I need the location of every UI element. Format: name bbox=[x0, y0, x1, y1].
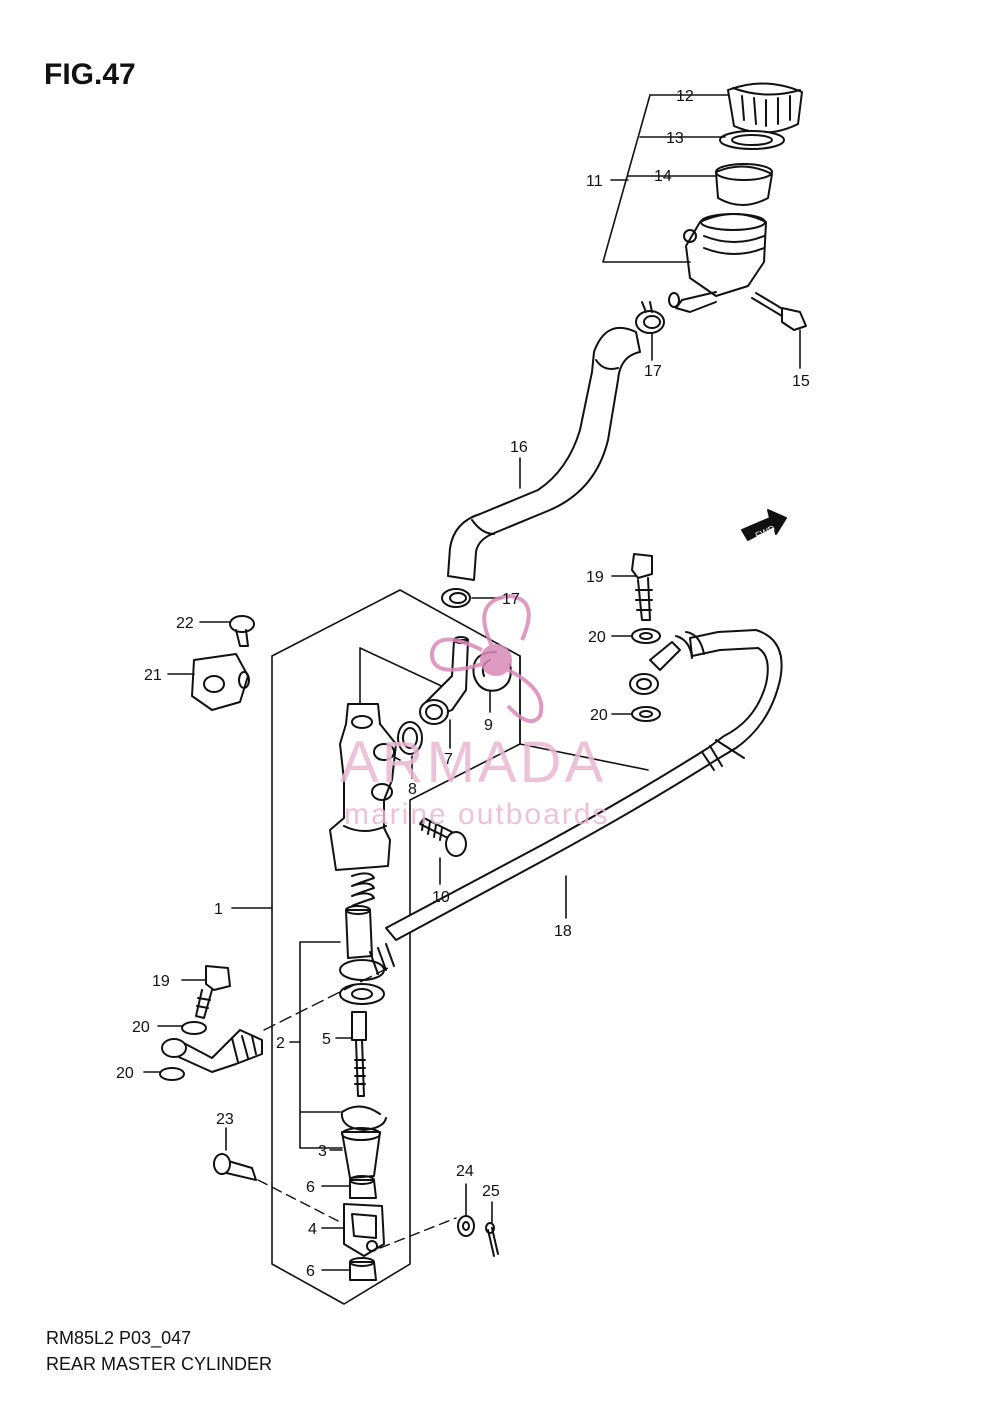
o-ring-8 bbox=[397, 721, 423, 755]
callout-7: 7 bbox=[444, 751, 453, 768]
reservoir-body bbox=[668, 213, 767, 313]
hose-clamp-17-lower bbox=[441, 588, 471, 608]
callout-21: 21 bbox=[144, 667, 162, 684]
nut-6-lower bbox=[349, 1257, 377, 1281]
diagram-code: RM85L2 P03_047 bbox=[46, 1328, 192, 1348]
callout-1: 1 bbox=[214, 901, 223, 918]
callout-11: 11 bbox=[586, 173, 603, 190]
spring bbox=[351, 872, 375, 907]
piston-set-2 bbox=[339, 905, 385, 1005]
callout-12: 12 bbox=[676, 88, 694, 105]
callout-14: 14 bbox=[654, 168, 672, 185]
callout-5: 5 bbox=[322, 1031, 331, 1048]
nut-6-upper bbox=[349, 1175, 377, 1199]
callout-6-lower: 6 bbox=[306, 1263, 315, 1280]
callout-9: 9 bbox=[484, 717, 493, 734]
callout-13: 13 bbox=[666, 130, 684, 147]
callout-8: 8 bbox=[408, 781, 417, 798]
master-cylinder-body bbox=[329, 703, 397, 871]
pin-23 bbox=[213, 1153, 257, 1181]
dash-line-hose bbox=[263, 967, 389, 1031]
diaphragm-plate-13 bbox=[719, 130, 785, 150]
callout-17-lower: 17 bbox=[502, 591, 520, 608]
callout-2: 2 bbox=[276, 1035, 285, 1052]
clevis-4 bbox=[343, 1203, 385, 1257]
assembly-box-1 bbox=[271, 589, 521, 1305]
callout-20-lower-b: 20 bbox=[116, 1065, 134, 1082]
callout-20-lower-a: 20 bbox=[132, 1019, 150, 1036]
callout-24: 24 bbox=[456, 1163, 474, 1180]
callout-19-lower: 19 bbox=[152, 973, 170, 990]
dash-line-washer bbox=[379, 1217, 457, 1249]
hose-end-lower bbox=[161, 1029, 263, 1073]
callout-23: 23 bbox=[216, 1111, 234, 1128]
callout-22: 22 bbox=[176, 615, 194, 632]
screw-15 bbox=[751, 292, 807, 331]
figure-title: FIG.47 bbox=[44, 58, 136, 91]
hose-guide-21 bbox=[191, 653, 250, 711]
watermark-tagline: marine outboards bbox=[344, 798, 609, 831]
callout-16: 16 bbox=[510, 439, 528, 456]
propeller-logo-icon bbox=[429, 593, 544, 724]
reservoir-hose-16 bbox=[447, 327, 641, 581]
diagram-name: REAR MASTER CYLINDER bbox=[46, 1354, 273, 1374]
cotter-pin-25 bbox=[485, 1222, 499, 1257]
callout-labels: 1 2 3 4 5 6 6 7 8 9 10 11 12 13 14 15 16… bbox=[116, 88, 810, 1280]
bolt-10 bbox=[419, 817, 467, 857]
push-rod-5 bbox=[351, 1011, 367, 1097]
diaphragm-14 bbox=[715, 163, 773, 206]
bracket-line-2 bbox=[299, 941, 343, 1149]
callout-4: 4 bbox=[308, 1221, 317, 1238]
circlip bbox=[340, 1105, 387, 1131]
brake-hose-18 bbox=[369, 629, 783, 975]
washer-24 bbox=[457, 1215, 475, 1237]
callout-6-upper: 6 bbox=[306, 1179, 315, 1196]
callout-20-upper-b: 20 bbox=[590, 707, 608, 724]
gasket-20-upper-a bbox=[631, 628, 661, 644]
dash-line-pin bbox=[257, 1179, 345, 1225]
watermark-brand: ARMADA bbox=[340, 730, 606, 795]
callout-15: 15 bbox=[792, 373, 810, 390]
bracket-line-11 bbox=[602, 94, 691, 263]
callout-10: 10 bbox=[432, 889, 450, 906]
callout-18: 18 bbox=[554, 923, 572, 940]
inlet-elbow-7 bbox=[419, 636, 469, 725]
gasket-20-upper-b bbox=[631, 706, 661, 722]
dust-boot-3 bbox=[341, 1127, 381, 1179]
reservoir-cap-12 bbox=[727, 82, 803, 134]
union-bolt-19-upper bbox=[631, 553, 653, 621]
callout-19-upper: 19 bbox=[586, 569, 604, 586]
callout-17-upper: 17 bbox=[644, 363, 662, 380]
fwd-arrow-icon bbox=[741, 509, 787, 541]
callout-25: 25 bbox=[482, 1183, 500, 1200]
screw-22 bbox=[229, 615, 255, 647]
gasket-20-lower-a bbox=[181, 1021, 207, 1035]
gasket-20-lower-b bbox=[159, 1067, 185, 1081]
callout-3: 3 bbox=[318, 1143, 327, 1160]
watermark: ARMADA marine outboards bbox=[340, 593, 609, 831]
hose-clamp-17-upper bbox=[635, 301, 665, 334]
callout-20-upper-a: 20 bbox=[588, 629, 606, 646]
union-bolt-19-lower bbox=[195, 965, 231, 1019]
